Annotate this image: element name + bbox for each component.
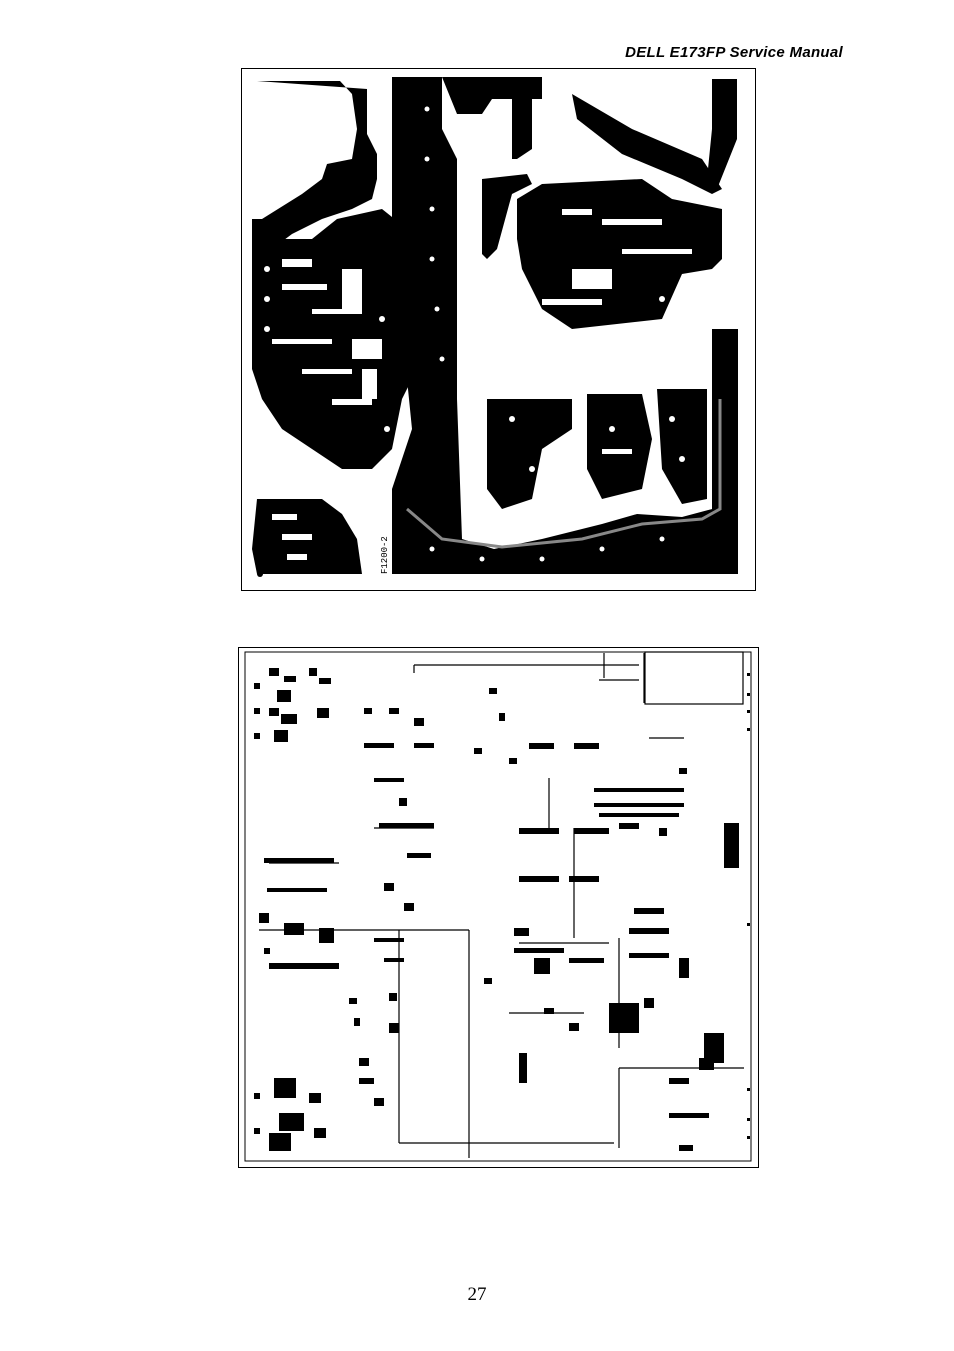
- manual-title: DELL E173FP Service Manual: [625, 44, 843, 61]
- pcb-component-layout-drawing: [239, 648, 758, 1167]
- pcb-copper-layer-drawing: F1200-2: [242, 69, 755, 590]
- pcb-copper-layer-figure: F1200-2: [241, 68, 756, 591]
- page-number: 27: [0, 1284, 954, 1306]
- silkscreen-label: F1200-2: [380, 536, 390, 574]
- pcb-component-layout-figure: [238, 647, 759, 1168]
